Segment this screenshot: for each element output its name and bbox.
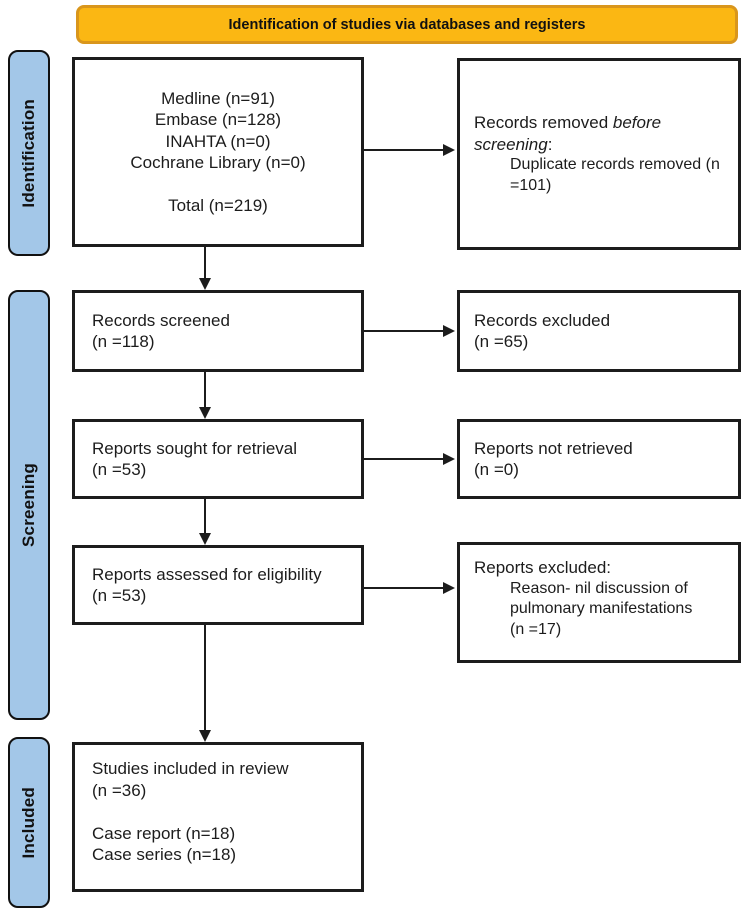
box-records-screened: Records screened (n =118) <box>72 290 364 372</box>
studies-included-count: (n =36) <box>92 780 147 800</box>
databases-line: Medline (n=91) <box>161 88 275 108</box>
reports-not-retrieved-count: (n =0) <box>474 460 519 479</box>
reports-excluded-detail: Reason- nil discussion of pulmonary mani… <box>474 579 732 641</box>
reports-assessed-line: Reports assessed for eligibility <box>92 564 322 584</box>
databases-total-line: Total (n=219) <box>168 196 268 215</box>
databases-line: INAHTA (n=0) <box>165 131 271 151</box>
records-removed-detail-line: Duplicate records removed (n <box>510 156 720 173</box>
arrow-sought-to-not-retrieved <box>363 453 455 465</box>
records-screened-line: Records screened <box>92 310 230 330</box>
records-excluded-line: Records excluded <box>474 310 611 330</box>
records-removed-detail: Duplicate records removed (n =101) <box>474 155 732 196</box>
stage-label-screening: Screening <box>8 290 50 720</box>
reports-excluded-detail-line: pulmonary manifestations <box>510 600 693 617</box>
studies-included-blank <box>92 801 355 823</box>
records-excluded-count: (n =65) <box>474 332 529 351</box>
stage-label-included-text: Included <box>19 786 38 859</box>
box-records-excluded: Records excluded (n =65) <box>457 290 741 372</box>
databases-line: Embase (n=128) <box>154 110 282 129</box>
records-screened-count: (n =118) <box>92 332 155 351</box>
arrow-screened-to-excluded <box>363 325 455 337</box>
arrow-databases-to-screened <box>199 246 211 290</box>
records-removed-detail-line: =101) <box>510 176 552 194</box>
stage-label-included: Included <box>8 737 50 908</box>
banner-identification-via-databases: Identification of studies via databases … <box>76 5 738 44</box>
records-removed-title-line2: screening: <box>474 134 732 156</box>
box-studies-included: Studies included in review (n =36) Case … <box>72 742 364 892</box>
case-report-line: Case report (n=18) <box>92 823 236 843</box>
reports-excluded-detail-line: Reason- nil discussion of <box>510 579 688 597</box>
records-removed-title-line1: Records removed before <box>474 112 732 134</box>
records-removed-colon: : <box>547 134 553 154</box>
arrow-databases-to-removed <box>363 144 455 156</box>
records-removed-italic-text2: screening <box>474 134 548 154</box>
studies-included-line: Studies included in review <box>92 759 289 778</box>
box-reports-not-retrieved: Reports not retrieved (n =0) <box>457 419 741 499</box>
arrow-assessed-to-reports-excluded <box>363 582 455 594</box>
reports-sought-count: (n =53) <box>92 460 147 479</box>
reports-excluded-detail-line: (n =17) <box>510 620 562 638</box>
arrow-screened-to-sought <box>199 371 211 419</box>
box-records-removed: Records removed before screening: Duplic… <box>457 58 741 250</box>
stage-label-identification: Identification <box>8 50 50 256</box>
box-reports-excluded: Reports excluded: Reason- nil discussion… <box>457 542 741 663</box>
reports-excluded-title: Reports excluded: <box>474 558 612 577</box>
records-removed-italic-text: before <box>612 113 662 132</box>
box-reports-sought: Reports sought for retrieval (n =53) <box>72 419 364 499</box>
reports-not-retrieved-line: Reports not retrieved <box>474 438 633 458</box>
databases-line: Cochrane Library (n=0) <box>130 153 306 172</box>
arrow-sought-to-assessed <box>199 498 211 545</box>
box-databases-records: Medline (n=91) Embase (n=128) INAHTA (n=… <box>72 57 364 247</box>
reports-sought-line: Reports sought for retrieval <box>92 438 298 458</box>
stage-label-screening-text: Screening <box>19 463 38 547</box>
banner-title: Identification of studies via databases … <box>228 16 586 33</box>
case-series-line: Case series (n=18) <box>92 845 237 864</box>
arrow-assessed-to-included <box>199 624 211 742</box>
box-reports-assessed: Reports assessed for eligibility (n =53) <box>72 545 364 625</box>
reports-assessed-count: (n =53) <box>92 586 147 605</box>
records-removed-normal-text: Records removed <box>474 113 613 132</box>
databases-line-blank <box>75 174 361 196</box>
stage-label-identification-text: Identification <box>19 98 38 208</box>
